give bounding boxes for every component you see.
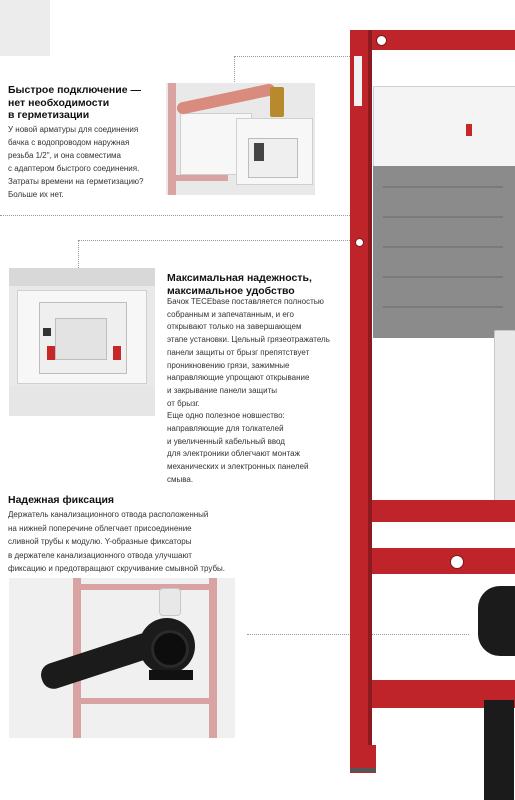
section2-title: Максимальная надежность, максимальное уд… <box>167 272 312 297</box>
frame-hole-top <box>376 35 387 46</box>
drain-pipe <box>484 700 514 800</box>
frame-lower-bar <box>350 548 515 574</box>
cistern-clip <box>466 124 472 136</box>
callout-line-2-top <box>78 240 354 241</box>
section1-body: У новой арматуры для соединения бачка с … <box>8 125 144 199</box>
frame-label-sticker <box>354 56 362 106</box>
frame-hole-post <box>355 238 364 247</box>
cistern <box>373 86 515 168</box>
photo-quick-connection <box>166 83 315 195</box>
callout-line-1-vertical <box>234 56 235 82</box>
section3-body: Держатель канализационного отвода распол… <box>8 510 225 573</box>
frame-top-bar <box>350 30 515 50</box>
section2-body: Бачок TECEbase поставляется полностью со… <box>167 297 330 484</box>
section3-title: Надежная фиксация <box>8 494 115 506</box>
callout-line-1-top <box>234 56 352 57</box>
callout-line-2-vertical <box>78 240 79 268</box>
cistern-valve-panel <box>0 0 50 56</box>
photo-cistern-panel <box>9 268 155 416</box>
section1-title: Быстрое подключение — нет необходимости … <box>8 84 141 121</box>
flush-pipe <box>494 330 515 502</box>
drain-elbow <box>478 586 515 656</box>
callout-line-1-left <box>0 215 352 216</box>
frame-hole-mid <box>450 555 464 569</box>
frame-foot-plate <box>350 768 376 772</box>
frame-post-shadow <box>368 30 372 745</box>
photo-drain-holder <box>9 578 235 738</box>
insulation-foam <box>373 166 515 338</box>
frame-middle-bar <box>350 500 515 522</box>
